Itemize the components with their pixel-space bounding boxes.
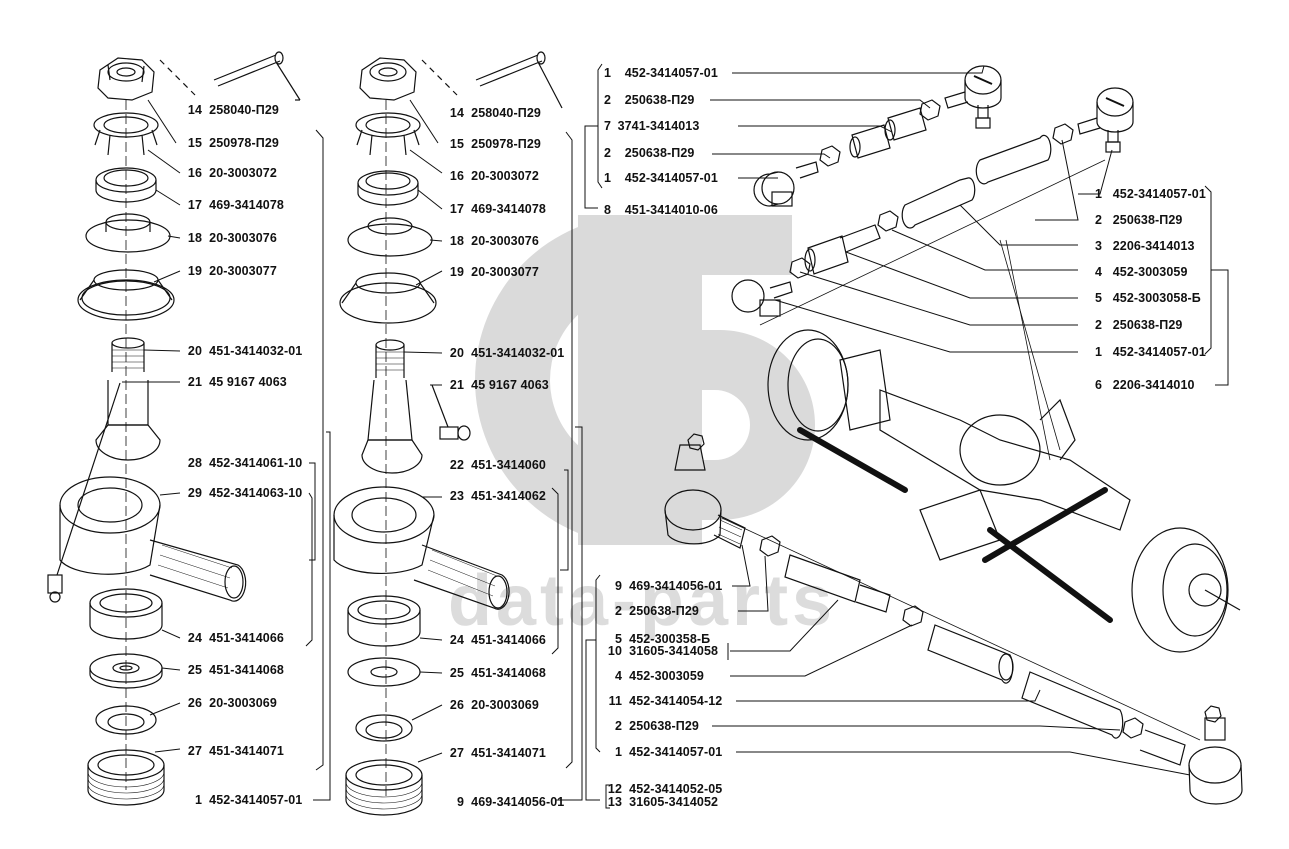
bottom-tie-rod-icon	[664, 433, 1243, 805]
part-label: 9 469-3414056-01	[614, 579, 723, 593]
part-label: 24 451-3414066	[187, 631, 284, 645]
watermark-text: data-parts	[448, 561, 837, 641]
part-label: 8 451-3414010-06	[604, 203, 718, 217]
part-label: 3 2206-3414013	[1094, 239, 1195, 253]
axle-assembly-icon	[767, 329, 1241, 653]
part-label: 17 469-3414078	[187, 198, 284, 212]
part-label: 15 250978-П29	[187, 136, 279, 150]
part-label: 2 250638-П29	[604, 146, 695, 160]
part-label: 25 451-3414068	[187, 663, 284, 677]
tie-rod-end-housing-icon	[59, 476, 247, 602]
part-label: 26 20-3003069	[187, 696, 277, 710]
part-label: 10 31605-3414058	[607, 644, 719, 658]
part-label: 14 258040-П29	[187, 103, 279, 117]
part-label: 18 20-3003076	[449, 234, 539, 248]
part-label: 5 452-300358-Б	[614, 632, 711, 646]
part-label: 13 31605-3414052	[607, 795, 719, 809]
part-label: 4 452-3003059	[1094, 265, 1188, 279]
part-label: 27 451-3414071	[187, 744, 284, 758]
part-label: 27 451-3414071	[449, 746, 546, 760]
part-label: 1 452-3414057-01	[614, 745, 723, 759]
cotter-pin-icon	[213, 51, 301, 101]
part-label: 26 20-3003069	[449, 698, 539, 712]
lower-tie-rod-icon	[731, 87, 1134, 317]
part-label: 2 250638-П29	[1094, 213, 1183, 227]
part-label: 2 250638-П29	[614, 719, 699, 733]
part-label: 20 451-3414032-01	[187, 344, 303, 358]
part-label: 25 451-3414068	[449, 666, 546, 680]
part-label: 2 250638-П29	[614, 604, 699, 618]
part-label: 7 3741-3414013	[604, 119, 700, 133]
part-label: 1 452-3414057-01	[194, 793, 303, 807]
part-label: 28 452-3414061-10	[187, 456, 303, 470]
part-label: 2 250638-П29	[604, 93, 695, 107]
part-label: 1 452-3414057-01	[1094, 345, 1206, 359]
dust-cover-icon	[85, 213, 171, 253]
part-label: 23 451-3414062	[449, 489, 546, 503]
part-label: 9 469-3414056-01	[456, 795, 565, 809]
part-label: 6 2206-3414010	[1094, 378, 1195, 392]
part-label: 16 20-3003072	[449, 169, 539, 183]
ball-pin-icon	[95, 337, 161, 461]
part-label: 19 20-3003077	[187, 264, 277, 278]
part-label: 22 451-3414060	[449, 458, 546, 472]
part-label: 2 250638-П29	[1094, 318, 1183, 332]
part-label: 16 20-3003072	[187, 166, 277, 180]
castle-nut-icon	[359, 57, 417, 101]
grease-fitting-icon	[47, 574, 63, 603]
part-label: 21 45 9167 4063	[187, 375, 287, 389]
part-label: 21 45 9167 4063	[449, 378, 549, 392]
part-label: 19 20-3003077	[449, 265, 539, 279]
part-label: 5 452-3003058-Б	[1094, 291, 1201, 305]
part-label: 20 451-3414032-01	[449, 346, 565, 360]
part-label: 15 250978-П29	[449, 137, 541, 151]
part-label: 14 258040-П29	[449, 106, 541, 120]
part-label: 1 452-3414057-01	[1094, 187, 1206, 201]
part-label: 11 452-3414054-12	[608, 694, 723, 708]
part-label: 18 20-3003076	[187, 231, 277, 245]
part-label: 4 452-3003059	[614, 669, 704, 683]
castle-nut-icon	[97, 57, 155, 101]
part-label: 17 469-3414078	[449, 202, 546, 216]
steering-link-icon	[797, 427, 1113, 623]
part-label: 29 452-3414063-10	[187, 486, 303, 500]
part-label: 1 452-3414057-01	[604, 66, 718, 80]
upper-tie-rod-icon	[753, 65, 1002, 207]
part-label: 12 452-3414052-05	[607, 782, 723, 796]
part-label: 1 452-3414057-01	[604, 171, 718, 185]
part-label: 24 451-3414066	[449, 633, 546, 647]
